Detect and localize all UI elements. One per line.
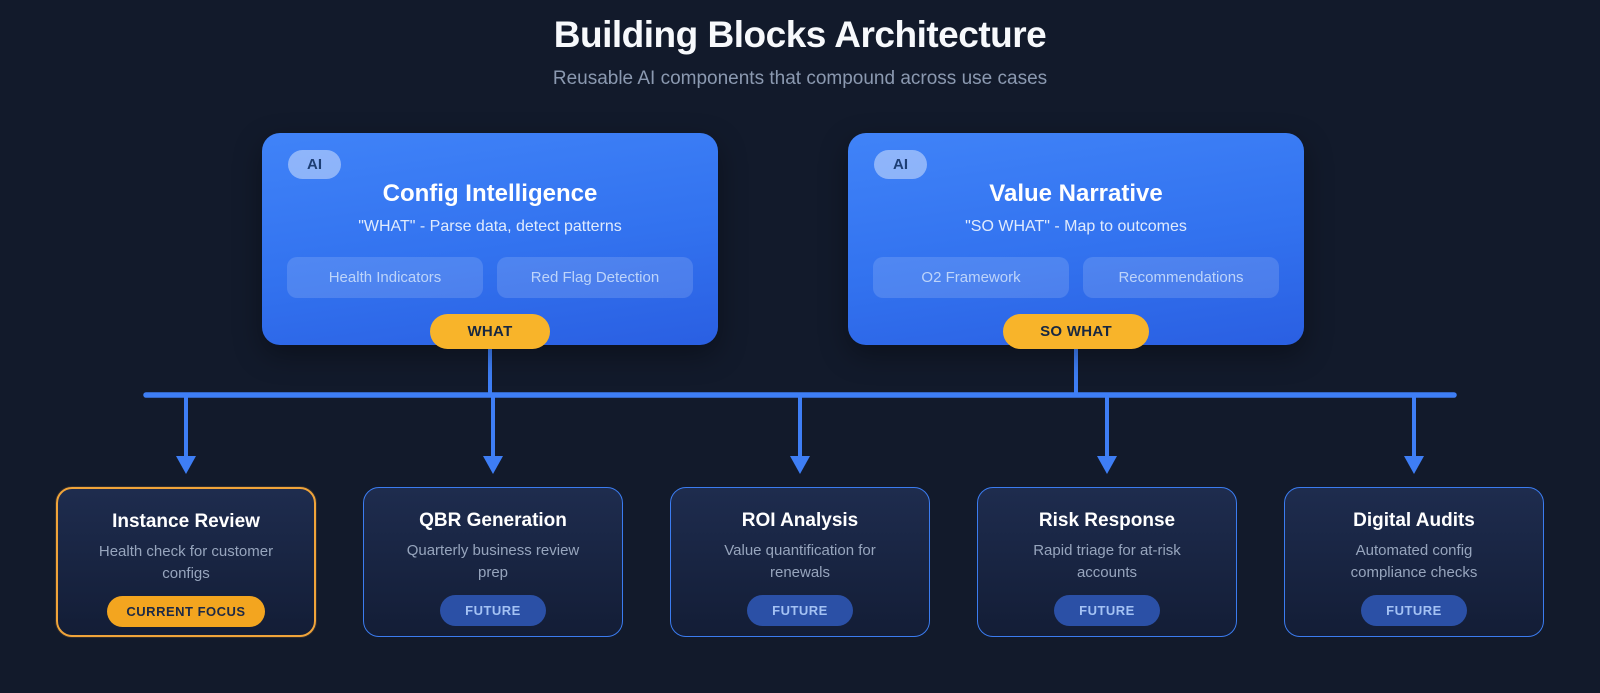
capability-chip-row: O2 Framework Recommendations: [873, 257, 1279, 298]
ai-badge: AI: [874, 150, 927, 179]
arrow-head-3: [790, 456, 810, 474]
use-case-title: Risk Response: [1038, 510, 1176, 531]
component-title: Config Intelligence: [382, 180, 598, 207]
use-case-title: ROI Analysis: [741, 510, 859, 531]
arrow-head-1: [176, 456, 196, 474]
arrow-head-5: [1404, 456, 1424, 474]
use-case-card-digital-audits: Digital Audits Automated config complian…: [1284, 487, 1544, 637]
capability-chip: Health Indicators: [287, 257, 483, 298]
use-case-subtitle: Health check for customer configs: [98, 543, 274, 582]
component-subtitle: "WHAT" - Parse data, detect patterns: [358, 218, 622, 235]
status-badge: FUTURE: [440, 594, 546, 626]
status-badge: CURRENT FOCUS: [107, 595, 265, 627]
use-case-title: QBR Generation: [419, 510, 567, 531]
use-case-subtitle: Rapid triage for at-risk accounts: [1033, 542, 1181, 581]
use-case-title: Digital Audits: [1353, 510, 1475, 531]
use-case-subtitle: Value quantification for renewals: [724, 542, 876, 581]
header: Building Blocks Architecture Reusable AI…: [0, 14, 1600, 90]
capability-chip-row: Health Indicators Red Flag Detection: [287, 257, 693, 298]
arrow-head-4: [1097, 456, 1117, 474]
capability-chip: Recommendations: [1083, 257, 1279, 298]
use-case-card-risk-response: Risk Response Rapid triage for at-risk a…: [977, 487, 1237, 637]
ai-badge: AI: [288, 150, 341, 179]
use-case-subtitle: Automated config compliance checks: [1350, 542, 1478, 581]
status-badge: FUTURE: [747, 594, 853, 626]
use-case-title: Instance Review: [112, 511, 260, 532]
capability-chip: O2 Framework: [873, 257, 1069, 298]
component-subtitle: "SO WHAT" - Map to outcomes: [965, 218, 1187, 235]
use-case-card-roi-analysis: ROI Analysis Value quantification for re…: [670, 487, 930, 637]
use-case-card-instance-review: Instance Review Health check for custome…: [56, 487, 316, 637]
use-case-subtitle: Quarterly business review prep: [406, 542, 580, 581]
stage-pill: SO WHAT: [1003, 314, 1149, 349]
page-subtitle: Reusable AI components that compound acr…: [552, 68, 1048, 89]
component-title: Value Narrative: [989, 180, 1163, 207]
status-badge: FUTURE: [1361, 594, 1467, 626]
component-card-config-intelligence: AI Config Intelligence "WHAT" - Parse da…: [262, 133, 718, 349]
capability-chip: Red Flag Detection: [497, 257, 693, 298]
component-card-value-narrative: AI Value Narrative "SO WHAT" - Map to ou…: [848, 133, 1304, 349]
status-badge: FUTURE: [1054, 594, 1160, 626]
use-case-card-qbr-generation: QBR Generation Quarterly business review…: [363, 487, 623, 637]
arrow-head-2: [483, 456, 503, 474]
stage-pill: WHAT: [430, 314, 550, 349]
page-title: Building Blocks Architecture: [553, 14, 1047, 55]
